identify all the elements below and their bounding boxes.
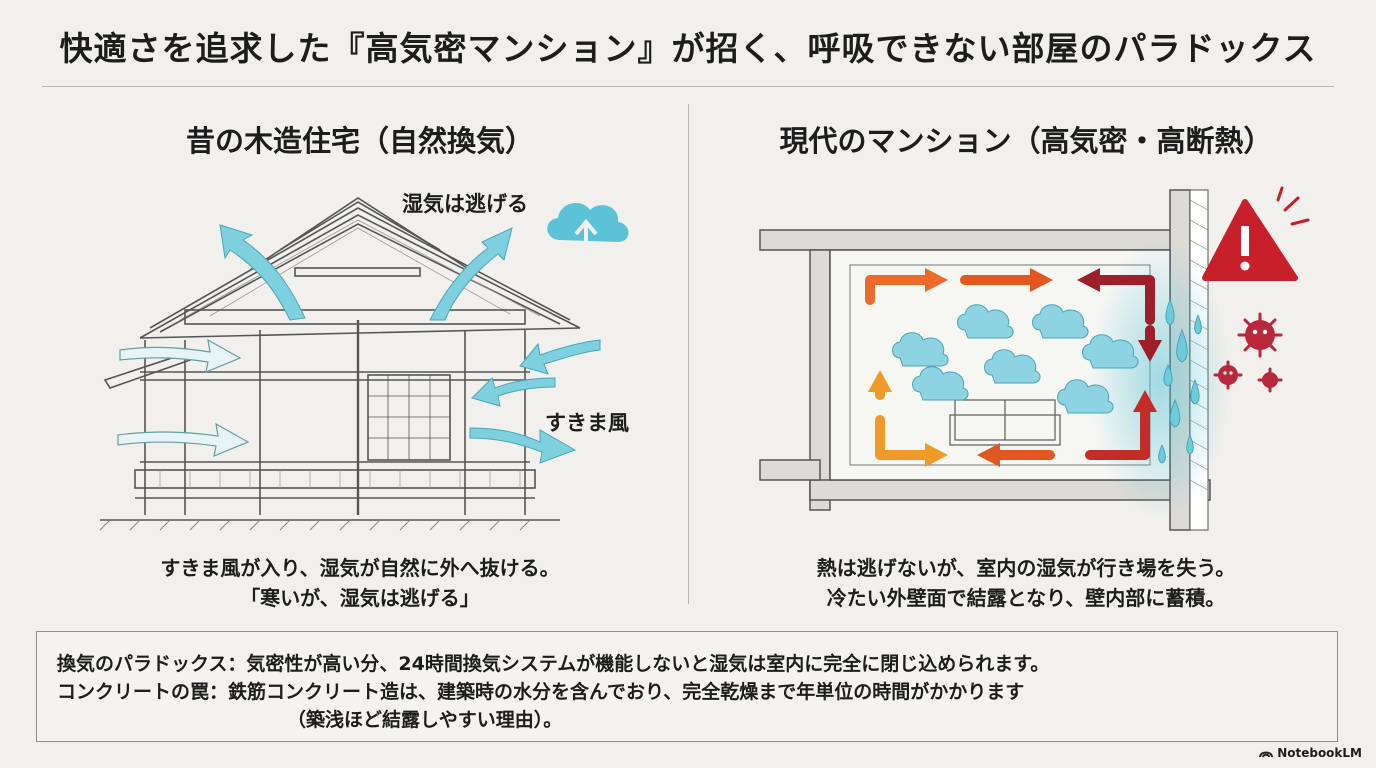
right-panel-title: 現代のマンション（高気密・高断熱） — [779, 124, 1273, 158]
left-panel-title: 昔の木造住宅（自然換気） — [185, 124, 534, 158]
note-line-reason: （築浅ほど結露しやすい理由）。 — [287, 709, 563, 731]
right-caption-line-1: 熱は逃げないが、室内の湿気が行き場を失う。 — [816, 556, 1236, 580]
right-caption-line-2: 冷たい外壁面で結露となり、壁内部に蓄積。 — [826, 586, 1226, 610]
notebooklm-watermark: NotebookLM — [1259, 746, 1362, 760]
paradox-note-box: 換気のパラドックス：気密性が高い分、24時間換気システムが機能しないと湿気は室内… — [36, 631, 1338, 742]
sealed-apartment-illustration — [759, 186, 1310, 531]
left-caption-line-1: すきま風が入り、湿気が自然に外へ抜ける。 — [160, 556, 560, 580]
right-caption: 熱は逃げないが、室内の湿気が行き場を失う。 冷たい外壁面で結露となり、壁内部に蓄… — [716, 553, 1336, 613]
humidity-escapes-label: 湿気は逃げる — [402, 192, 528, 216]
notebooklm-logo-icon — [1259, 751, 1274, 758]
wooden-house-illustration — [100, 197, 629, 531]
note-line-ventilation: 換気のパラドックス：気密性が高い分、24時間換気システムが機能しないと湿気は室内… — [57, 653, 1050, 675]
page-title: 快適さを追求した『高気密マンション』が招く、呼吸できない部屋のパラドックス — [59, 29, 1317, 68]
title-divider — [42, 86, 1334, 87]
left-caption-line-2: 「寒いが、湿気は逃げる」 — [240, 586, 480, 610]
left-caption: すきま風が入り、湿気が自然に外へ抜ける。 「寒いが、湿気は逃げる」 — [60, 553, 660, 613]
draft-label: すきま風 — [545, 411, 629, 435]
panel-divider — [688, 104, 689, 604]
note-line-concrete: コンクリートの罠：鉄筋コンクリート造は、建築時の水分を含んでおり、完全乾燥まで年… — [57, 681, 1025, 703]
brand-label: NotebookLM — [1277, 746, 1362, 760]
warning-icon — [1202, 186, 1310, 281]
